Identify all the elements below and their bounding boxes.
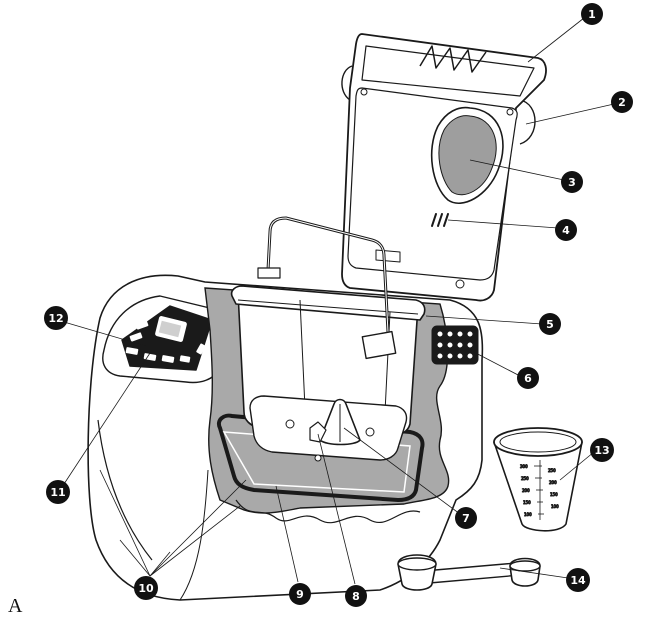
measuring-spoon: [397, 554, 541, 591]
cup-scale-left-3: 200: [522, 488, 530, 493]
measuring-cup: 300 250 200 150 100 250 200 150 100: [493, 427, 583, 532]
drive-shaft: [309, 421, 327, 443]
callout-3: 3: [561, 171, 583, 193]
callout-8: 8: [345, 585, 367, 607]
cup-scale-marks: [534, 460, 544, 520]
callout-9: 9: [289, 583, 311, 605]
callout-14: 14: [566, 568, 590, 592]
steam-vent-marks: [431, 213, 449, 227]
callout-12: 12: [44, 306, 68, 330]
callout-7-number: 7: [462, 512, 470, 525]
callout-10: 10: [134, 576, 158, 600]
cup-scale-left-1: 300: [520, 464, 528, 469]
callout-1: 1: [581, 3, 603, 25]
callout-12-number: 12: [48, 312, 63, 325]
callout-14-number: 14: [570, 574, 586, 587]
cup-scale-right-2: 200: [549, 480, 557, 485]
leader-lines: [63, 17, 615, 585]
chamber-floor-edge: [235, 499, 421, 524]
callout-7: 7: [455, 507, 477, 529]
cup-scale-right-4: 100: [551, 504, 559, 509]
callout-9-number: 9: [296, 588, 304, 601]
callout-10-number: 10: [138, 582, 154, 595]
control-panel: [102, 295, 231, 384]
callout-4: 4: [555, 219, 577, 241]
cup-scale-left-5: 100: [524, 512, 532, 517]
control-buttons: [125, 320, 206, 363]
callout-11: 11: [46, 480, 70, 504]
callout-4-number: 4: [562, 224, 570, 237]
heating-element: [217, 413, 425, 503]
bread-pan: [230, 285, 426, 462]
callout-11-number: 11: [50, 486, 65, 499]
viewing-window-glass: [438, 115, 497, 196]
callout-5: 5: [539, 313, 561, 335]
callout-8-number: 8: [352, 590, 360, 603]
callout-3-number: 3: [568, 176, 576, 189]
cup-scale-left-2: 250: [521, 476, 529, 481]
pan-handle: [257, 216, 397, 360]
callout-2: 2: [611, 91, 633, 113]
callout-5-number: 5: [546, 318, 554, 331]
air-vents: [431, 325, 479, 365]
callout-6-number: 6: [524, 372, 532, 385]
callout-13: 13: [590, 438, 614, 462]
callout-2-number: 2: [618, 96, 626, 109]
callout-1-number: 1: [588, 8, 596, 21]
cup-scale-right-3: 150: [550, 492, 558, 497]
callout-13-number: 13: [594, 444, 609, 457]
callout-6: 6: [517, 367, 539, 389]
cup-scale-left-4: 150: [523, 500, 531, 505]
figure-letter: A: [8, 595, 23, 617]
cup-scale-right-1: 250: [548, 468, 556, 473]
kneading-paddle: [309, 398, 361, 446]
